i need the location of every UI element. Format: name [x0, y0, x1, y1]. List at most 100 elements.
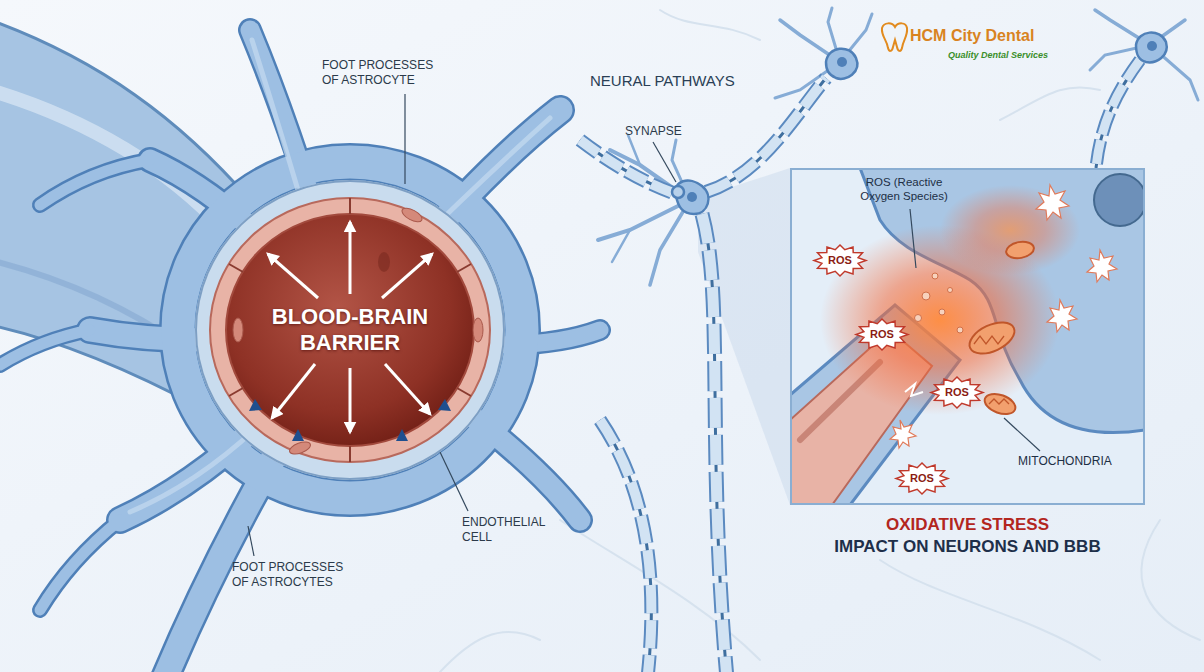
- leader-line: [653, 142, 676, 182]
- myelinated-axon: [600, 420, 651, 672]
- ros-text: ROS: [910, 472, 934, 484]
- blood-vessel: [229, 198, 471, 462]
- ros-burst: ROS: [930, 376, 984, 409]
- blood-vessel: [195, 180, 505, 480]
- part-label: MITOCHONDRIA: [1018, 454, 1112, 468]
- inset-panel: ROS (Reactive Oxygen Species) MITOCHONDRI…: [790, 168, 1145, 505]
- inset-illustration: [940, 185, 1080, 275]
- dendrites: [628, 135, 640, 165]
- vessel-tube: [0, 90, 225, 230]
- myelinated-axon: [702, 214, 728, 672]
- myelinated-axon: [580, 140, 676, 194]
- starburst-shape: [931, 377, 983, 408]
- part-label: FOOT PROCESSES OF ASTROCYTE: [322, 58, 452, 88]
- astrocyte: [0, 30, 600, 672]
- astrocyte: [0, 330, 90, 365]
- blood-vessel: [233, 205, 483, 456]
- leader-line: [248, 526, 254, 556]
- astrocyte: [40, 520, 120, 610]
- inset-illustration: [1005, 240, 1035, 261]
- leader-line: [440, 452, 468, 511]
- watermark: HCM City Dental: [910, 27, 1034, 45]
- astrocyte: [130, 40, 550, 512]
- inset-illustration: [915, 315, 922, 322]
- blood-vessel: [396, 429, 408, 441]
- part-label: SYNAPSE: [625, 124, 682, 138]
- inset-illustration: [989, 399, 1009, 404]
- dental-logo-icon: [882, 23, 907, 51]
- inset-illustration: [982, 390, 1018, 418]
- inset-illustration: [890, 420, 916, 448]
- ros-text: ROS: [870, 328, 894, 340]
- astrocyte: [40, 160, 150, 205]
- ros-text: ROS: [828, 254, 852, 266]
- caption-heading: OXIDATIVE STRESS: [790, 515, 1145, 535]
- caption-text: IMPACT ON NEURONS AND BBB: [790, 537, 1145, 557]
- dental-logo-icon: [882, 23, 907, 51]
- leader-line: [404, 94, 405, 184]
- starburst-shape: [856, 319, 908, 350]
- faint-neurons: [1141, 520, 1200, 640]
- inset-illustration: [1047, 300, 1077, 332]
- inset-illustration: [790, 168, 1145, 505]
- blood-vessel: [292, 429, 304, 441]
- inset-illustration: [948, 288, 953, 293]
- astrocyte: [0, 30, 600, 672]
- astrocyte: [178, 162, 522, 498]
- diffusion-arrows: [268, 254, 318, 298]
- blood-vessel: [288, 440, 312, 457]
- blood-vessel: [229, 264, 243, 272]
- diffusion-arrows: [349, 368, 352, 432]
- blood-vessel: [349, 446, 351, 462]
- leader-line: [1004, 418, 1040, 451]
- myelinated-axon: [580, 140, 676, 194]
- blood-vessel: [473, 318, 483, 342]
- inset-illustration: [915, 273, 964, 333]
- blood-vessel: [195, 180, 505, 480]
- blood-vessel: [229, 388, 243, 396]
- part-label: FOOT PROCESSES OF ASTROCYTES: [232, 560, 362, 590]
- neuron-soma: [1147, 41, 1157, 51]
- blood-vessel: [233, 318, 243, 342]
- inset-illustration: [890, 185, 1117, 448]
- diffusion-arrows: [272, 364, 315, 418]
- astrocyte: [40, 520, 120, 610]
- astrocyte: [0, 30, 600, 672]
- astrocyte: [178, 162, 522, 498]
- leader-line: [248, 94, 1040, 556]
- starburst-shape: [814, 245, 866, 276]
- faint-neurons: [880, 560, 1100, 660]
- inset-illustration: [1094, 174, 1145, 226]
- diffusion-arrows: [349, 222, 352, 294]
- myelinated-axon: [580, 140, 676, 194]
- faint-neurons: [660, 10, 760, 40]
- watermark: Quality Dental Services: [948, 50, 1048, 60]
- dendrites: [650, 200, 690, 285]
- inset-illustration: [965, 316, 1019, 360]
- blood-vessel: [349, 198, 351, 214]
- faint-neurons: [440, 632, 540, 672]
- ros-text: ROS: [945, 386, 969, 398]
- blood-vessel: BLOOD-BRAIN BARRIER: [195, 180, 505, 480]
- ros-label: ROS (Reactive Oxygen Species): [846, 176, 962, 204]
- blood-vessel: [210, 198, 490, 462]
- blood-vessel: [457, 388, 471, 396]
- dendrites: [612, 230, 630, 262]
- myelinated-axon: [1096, 60, 1140, 168]
- blood-vessel: [249, 399, 262, 411]
- faint-neurons: [1000, 87, 1100, 120]
- inset-illustration: [922, 292, 930, 300]
- inset-illustration: [1087, 250, 1117, 282]
- blood-vessel: [400, 205, 424, 224]
- inset-illustration: [974, 336, 1004, 344]
- inset-illustration: [1036, 185, 1069, 220]
- ros-burst: ROS: [813, 244, 867, 277]
- blood-vessel: [226, 214, 474, 446]
- section-label: NEURAL PATHWAYS: [590, 72, 735, 89]
- ros-burst: ROS: [895, 462, 949, 495]
- leader-line: [910, 209, 916, 268]
- myelinated-axon: [1096, 60, 1140, 168]
